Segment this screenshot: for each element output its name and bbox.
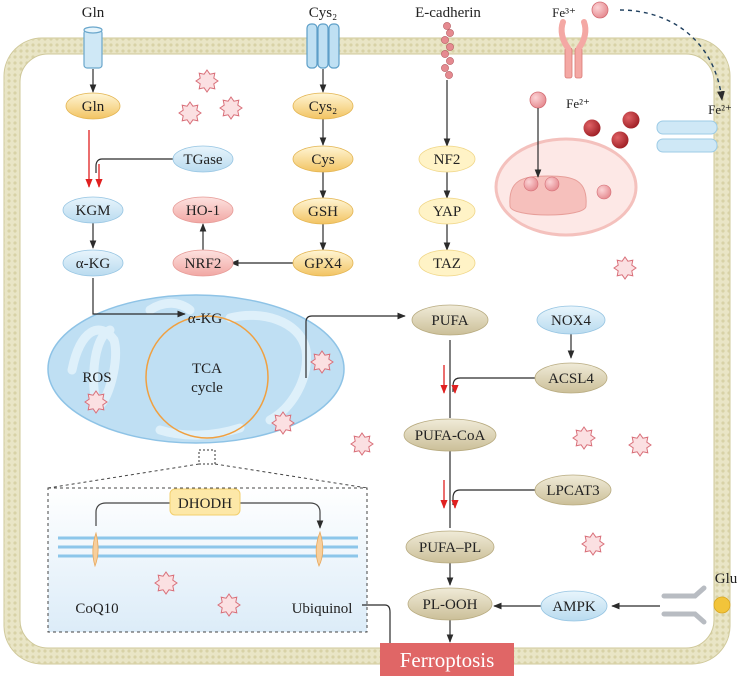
node-gsh: GSH	[292, 197, 354, 225]
node-tgase: TGase	[172, 145, 234, 173]
connector-arrows	[89, 69, 660, 645]
node-pl-ooh: PL-OOH	[407, 587, 493, 621]
fe3-label: Fe³⁺	[552, 5, 576, 20]
node-gsh-label: GSH	[308, 204, 338, 220]
node-akg-label: α-KG	[76, 256, 111, 272]
fe2-inside-label: Fe²⁺	[566, 96, 590, 111]
fe2-ion	[529, 91, 547, 109]
node-kgm: KGM	[62, 196, 124, 224]
ferroptosis-label: Ferroptosis	[400, 648, 495, 672]
fe3-ion	[591, 1, 609, 19]
node-tgase-label: TGase	[183, 152, 222, 168]
glu-label: Glu	[715, 571, 738, 587]
ros-star	[178, 101, 202, 125]
node-nox4-label: NOX4	[551, 313, 591, 329]
node-yap: YAP	[418, 197, 476, 225]
node-gpx4: GPX4	[292, 249, 354, 277]
gln-transporter	[83, 26, 103, 69]
node-ampk: AMPK	[540, 590, 608, 622]
zoom-guide-left	[47, 463, 200, 489]
ros-star	[572, 426, 596, 450]
zoom-guide-right	[214, 463, 368, 489]
node-kgm-label: KGM	[75, 203, 110, 219]
node-cys-label: Cys	[311, 152, 335, 168]
ros-star	[613, 256, 637, 280]
fe-ion-dark	[583, 119, 601, 137]
node-pufa-coa: PUFA-CoA	[403, 418, 497, 452]
ros-star	[84, 390, 108, 414]
node-cys: Cys	[292, 145, 354, 173]
tca-label-line2: cycle	[191, 380, 223, 396]
cys2-transporter	[306, 23, 340, 69]
node-pufa-label: PUFA	[431, 313, 468, 329]
zoom-selection-box	[198, 449, 216, 465]
node-pufa-coa-label: PUFA-CoA	[415, 428, 486, 444]
endosome	[494, 137, 638, 237]
coq10-label: CoQ10	[75, 601, 118, 617]
node-ho1-label: HO-1	[186, 203, 220, 219]
ros-star	[271, 411, 295, 435]
node-nrf2-label: NRF2	[185, 256, 222, 272]
node-ampk-label: AMPK	[552, 599, 596, 615]
ros-star	[217, 593, 241, 617]
ros-star	[628, 433, 652, 457]
fe-ion-dark	[611, 131, 629, 149]
ros-star	[154, 571, 178, 595]
ros-star-markers	[84, 69, 652, 617]
ros-label: ROS	[82, 370, 111, 386]
node-pl-ooh-label: PL-OOH	[423, 597, 478, 613]
node-cys2: Cys₂	[292, 92, 354, 120]
tca-label-line1: TCA	[192, 361, 222, 377]
node-cys2-label: Cys₂	[309, 99, 338, 115]
node-nf2-label: NF2	[434, 152, 461, 168]
fe-ion-dark	[622, 111, 640, 129]
dhodh-label: DHODH	[178, 496, 232, 512]
ros-star	[195, 69, 219, 93]
ros-star	[581, 532, 605, 556]
ros-star	[219, 96, 243, 120]
node-nrf2: NRF2	[172, 249, 234, 277]
node-pufa-pl: PUFA–PL	[405, 530, 495, 564]
node-taz-label: TAZ	[433, 256, 461, 272]
ros-star	[350, 432, 374, 456]
dhodh-node: DHODH	[169, 488, 241, 516]
node-pufa-pl-label: PUFA–PL	[419, 540, 481, 556]
node-lpcat3-label: LPCAT3	[546, 483, 599, 499]
ferroptosis-outcome: Ferroptosis	[380, 643, 514, 676]
node-yap-label: YAP	[433, 204, 461, 220]
node-nf2: NF2	[418, 145, 476, 173]
node-pufa: PUFA	[411, 304, 489, 336]
node-akg: α-KG	[62, 249, 124, 277]
node-acsl4: ACSL4	[534, 362, 608, 394]
mitochondrion	[47, 294, 345, 444]
fe-export-dashed-arrow	[619, 9, 725, 101]
ecadherin-label: E-cadherin	[415, 5, 481, 21]
red-flux-arrows	[85, 130, 459, 509]
node-taz: TAZ	[418, 249, 476, 277]
node-gln-label: Gln	[82, 99, 105, 115]
ferroportin-channel	[656, 120, 718, 153]
gln-outside-label: Gln	[82, 5, 105, 21]
ecadherin-chain	[441, 22, 454, 79]
node-acsl4-label: ACSL4	[548, 371, 594, 387]
fe2-outside-label: Fe²⁺	[708, 102, 732, 117]
ubiquinol-label: Ubiquinol	[292, 601, 353, 617]
node-lpcat3: LPCAT3	[534, 474, 612, 506]
cys2-outside-label: Cys₂	[309, 5, 338, 21]
mito-akg-label: α-KG	[188, 311, 223, 327]
ros-star	[310, 350, 334, 374]
node-nox4: NOX4	[536, 305, 606, 335]
node-gpx4-label: GPX4	[304, 256, 342, 272]
transferrin-receptor	[558, 19, 589, 79]
node-ho1: HO-1	[172, 196, 234, 224]
glu-receptor	[661, 585, 731, 625]
node-gln: Gln	[65, 92, 121, 120]
